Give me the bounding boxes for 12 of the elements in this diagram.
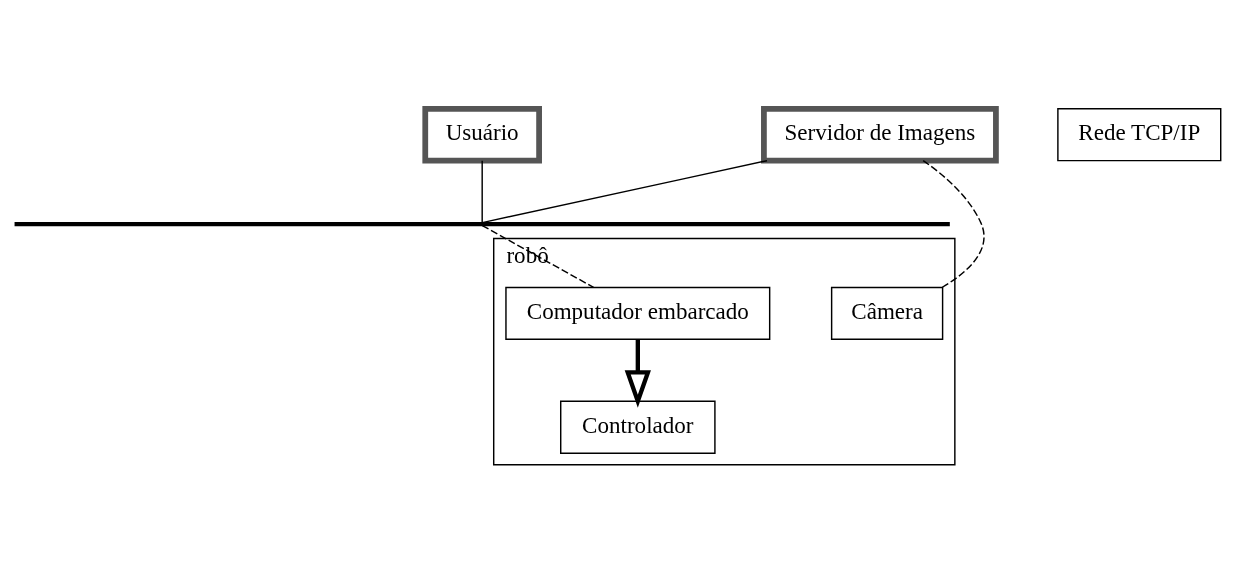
node-bar: [14, 221, 950, 226]
connector: [481, 159, 768, 223]
node-box: Rede TCP/IP: [1057, 107, 1222, 161]
node-box: Servidor de Imagens: [761, 105, 999, 163]
connector: [481, 224, 595, 288]
connector: [922, 159, 985, 288]
node-box: Computador embarcado: [505, 286, 771, 340]
node-box: Controlador: [560, 400, 716, 454]
connector: [481, 159, 483, 223]
node-box: Usuário: [422, 105, 542, 163]
arrow: [624, 338, 651, 408]
node-box: Câmera: [830, 286, 944, 340]
